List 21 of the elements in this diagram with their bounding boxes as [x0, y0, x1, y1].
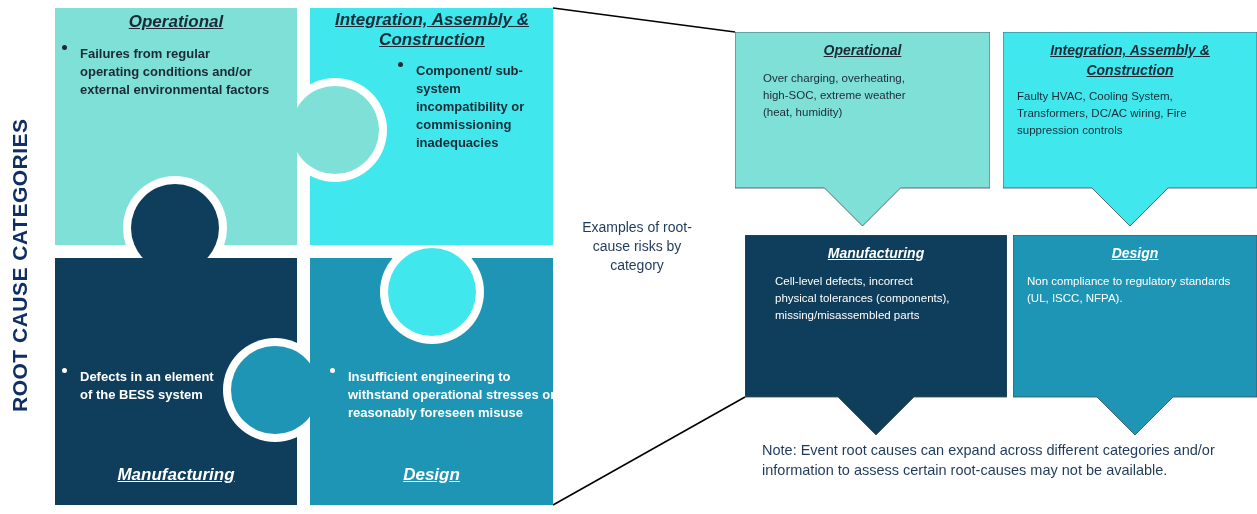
- category-heading: Manufacturing: [826, 244, 926, 263]
- category-heading: Design: [1110, 244, 1160, 263]
- bullet-text: Component/ sub-system incompatibility or commissioning inadequacies: [416, 62, 526, 152]
- vertical-title: ROOT CAUSE CATEGORIES: [8, 117, 32, 414]
- examples-text: Cell-level defects, incorrect physical tolerances (components), missing/misassembled parts: [775, 274, 950, 323]
- examples-text: Over charging, overheating, high-SOC, extreme weather (heat, humidity): [763, 71, 907, 120]
- category-heading: Integration, Assembly & Construction: [334, 10, 530, 50]
- examples-text: Faulty HVAC, Cooling System, Transformers, DC/AC wiring, Fire suppression controls: [1017, 89, 1188, 138]
- bullet-text: Insufficient engineering to withstand operational stresses or reasonably foreseen misuse: [348, 368, 557, 422]
- category-heading: Design: [402, 465, 461, 485]
- category-heading: Operational: [822, 41, 903, 60]
- connector-line: [552, 7, 736, 33]
- connector-line: [552, 396, 746, 506]
- caption-text: Examples of root-cause risks by category: [581, 218, 693, 275]
- category-heading: Manufacturing: [116, 465, 236, 485]
- bullet-text: Failures from regular operating conditions and/or external environmental factors: [80, 45, 270, 99]
- note-text: Note: Event root causes can expand across different categories and/or information to assess certain root-causes may not be available.: [762, 441, 1216, 480]
- examples-text: Non compliance to regulatory standards (UL, ISCC, NFPA).: [1027, 274, 1232, 306]
- category-heading: Integration, Assembly & Construction: [1049, 41, 1211, 80]
- bullet-text: Defects in an element of the BESS system: [80, 368, 215, 404]
- category-heading: Operational: [127, 12, 225, 32]
